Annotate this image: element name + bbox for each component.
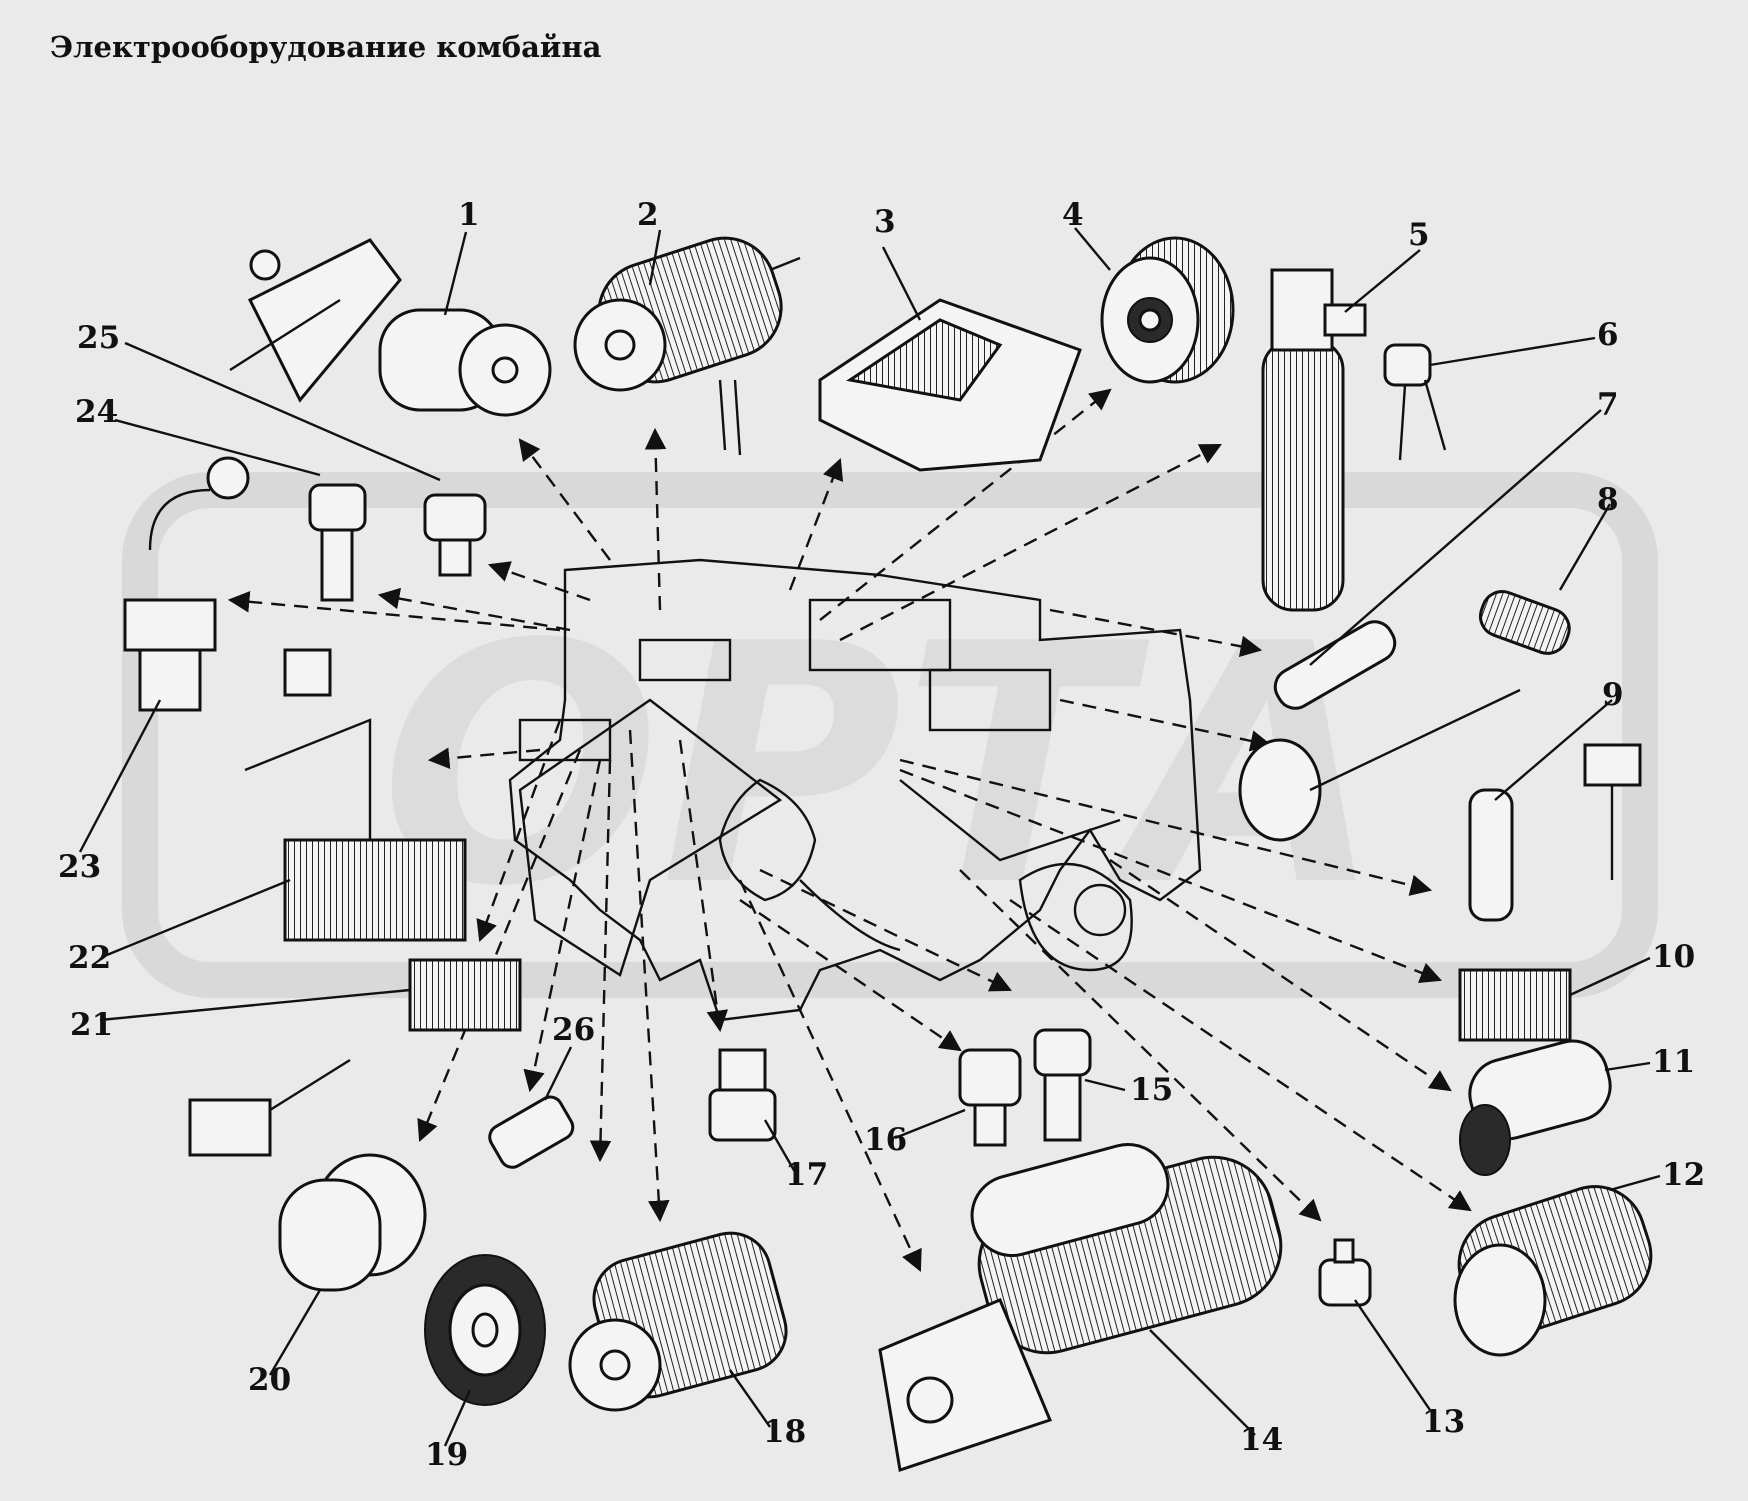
callout-8: 8 — [1597, 482, 1619, 518]
part-15-temperature-sensor — [1033, 1028, 1092, 1142]
callout-24: 24 — [75, 394, 118, 430]
callout-15: 15 — [1130, 1072, 1173, 1108]
part-8-fuel-gauge-sensor — [1238, 590, 1571, 842]
callout-numbers: 1 2 3 4 5 6 7 8 9 10 11 12 13 14 15 16 1… — [58, 197, 1705, 1473]
part-9-sensor — [1468, 743, 1642, 922]
callout-4: 4 — [1062, 197, 1084, 233]
leader-lines — [78, 227, 1661, 1447]
part-10-relay — [1458, 968, 1572, 1042]
callout-10: 10 — [1652, 939, 1695, 975]
callout-20: 20 — [248, 1362, 291, 1398]
part-13-sensor — [1318, 1238, 1372, 1307]
part-2-motor — [573, 236, 801, 456]
part-4-clutch-pulley — [1100, 236, 1235, 384]
svg-text:ОРТА: ОРТА — [380, 574, 1383, 958]
callout-6: 6 — [1597, 317, 1619, 353]
part-3-control-box — [818, 298, 1082, 472]
callout-7: 7 — [1597, 387, 1619, 423]
part-7-cylinder — [1273, 620, 1397, 710]
part-20-pump — [278, 1153, 427, 1292]
callout-16: 16 — [864, 1122, 907, 1158]
part-24-sensor — [308, 483, 367, 602]
connection-arrows — [227, 388, 1472, 1272]
callout-5: 5 — [1408, 217, 1430, 253]
part-22-regulator — [244, 648, 467, 942]
callout-9: 9 — [1602, 677, 1624, 713]
part-16-pressure-switch — [958, 1048, 1022, 1147]
callout-19: 19 — [425, 1437, 468, 1473]
part-19-horn — [424, 1254, 546, 1406]
part-18-generator — [568, 1231, 788, 1412]
part-5-receiver-drier — [1261, 268, 1367, 612]
part-1-wiper-motor — [229, 238, 552, 417]
part-14-starter — [878, 1142, 1283, 1472]
part-12-motor — [1453, 1185, 1653, 1357]
part-23-switch — [123, 456, 250, 712]
callout-2: 2 — [637, 197, 659, 233]
callout-25: 25 — [77, 320, 120, 356]
callout-23: 23 — [58, 849, 101, 885]
part-21-relay — [188, 958, 522, 1157]
callout-26: 26 — [552, 1012, 595, 1048]
part-25-sensor — [423, 493, 487, 577]
callout-22: 22 — [68, 940, 111, 976]
combine-chassis — [508, 558, 1202, 1022]
callout-17: 17 — [785, 1157, 828, 1193]
callout-12: 12 — [1662, 1157, 1705, 1193]
callout-13: 13 — [1422, 1404, 1465, 1440]
callout-21: 21 — [70, 1007, 113, 1043]
page-title: Электрооборудование комбайна — [50, 30, 602, 64]
callout-18: 18 — [763, 1414, 806, 1450]
part-17-switch — [708, 1048, 777, 1142]
part-6-sensor — [1383, 343, 1447, 461]
part-11-switch — [1459, 1039, 1612, 1176]
callout-3: 3 — [874, 204, 896, 240]
callout-14: 14 — [1240, 1422, 1283, 1458]
callout-11: 11 — [1652, 1044, 1695, 1080]
watermark: ОРТА — [122, 472, 1658, 998]
callout-1: 1 — [458, 197, 480, 233]
part-26-sensor — [488, 1095, 575, 1169]
